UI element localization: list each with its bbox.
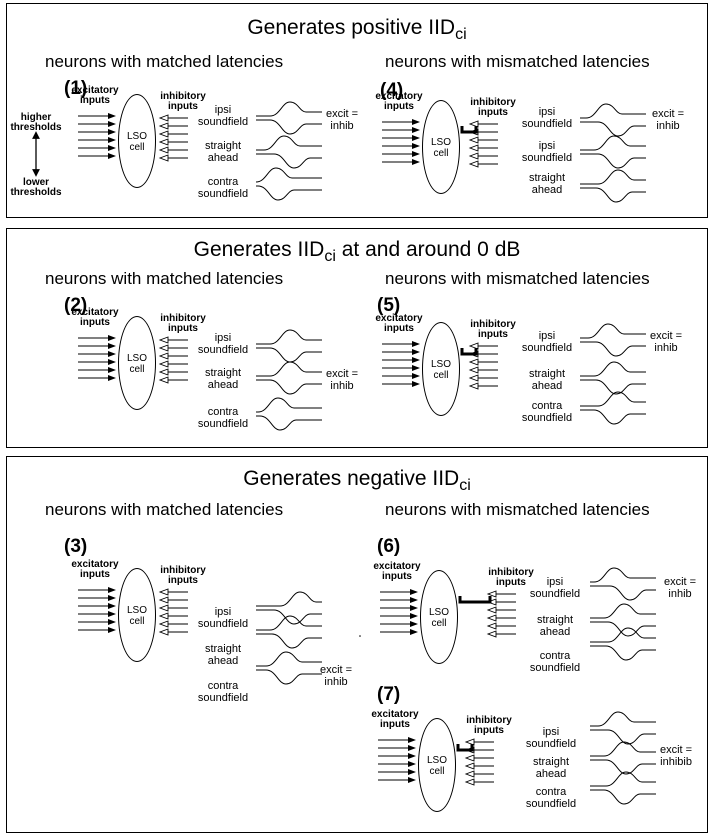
excit-equals-inhib-label: excit = inhib <box>650 330 683 354</box>
higher-thresholds-label: higher thresholds <box>10 112 62 133</box>
panel-title-subscript: ci <box>459 477 471 494</box>
panel-title-main: Generates negative IID <box>243 467 460 490</box>
excit-equals-inhib-label: excit = inhib <box>320 664 353 688</box>
excitatory-inputs-label: excitatory inputs <box>71 85 119 106</box>
lower-thresholds-label: lower thresholds <box>10 177 62 198</box>
ipsi-soundfield-label: ipsi soundfield <box>521 330 573 354</box>
contra-soundfield-label: contra soundfield <box>197 176 249 200</box>
lso-cell: LSO cell <box>420 570 458 664</box>
panel-title: Generates negative IIDci <box>7 467 707 495</box>
excitatory-inputs-label: excitatory inputs <box>373 561 421 582</box>
lso-cell-label: LSO cell <box>430 359 451 381</box>
lso-cell-label: LSO cell <box>430 137 451 159</box>
lso-cell: LSO cell <box>118 568 156 662</box>
contra-soundfield-label: contra soundfield <box>525 786 577 810</box>
lso-cell: LSO cell <box>422 100 460 194</box>
inhibitory-inputs-label: inhibitory inputs <box>470 97 516 118</box>
lso-cell: LSO cell <box>118 316 156 410</box>
ipsi-soundfield-label: ipsi soundfield <box>521 140 573 164</box>
mismatched-latencies-heading: neurons with mismatched latencies <box>385 269 650 288</box>
mismatched-latencies-heading: neurons with mismatched latencies <box>385 500 650 519</box>
lso-cell: LSO cell <box>422 322 460 416</box>
case-number: (7) <box>377 684 401 705</box>
matched-latencies-heading: neurons with matched latencies <box>45 500 284 519</box>
excitatory-inputs-label: excitatory inputs <box>71 559 119 580</box>
excitatory-inputs-label: excitatory inputs <box>375 313 423 334</box>
case-number: (2) <box>64 295 88 316</box>
excit-equals-inhib-label: excit = inhib <box>326 108 359 132</box>
mismatched-latencies-heading: neurons with mismatched latencies <box>385 52 650 71</box>
inhibitory-inputs-label: inhibitory inputs <box>160 91 206 112</box>
ipsi-soundfield-label: ipsi soundfield <box>197 104 249 128</box>
excitatory-inputs-label: excitatory inputs <box>375 91 423 112</box>
case-number: (5) <box>377 295 401 316</box>
inhibitory-inputs-label: inhibitory inputs <box>160 313 206 334</box>
panel-zero-iid: Generates IIDci at and around 0 dB neuro… <box>6 228 708 448</box>
inhibitory-inputs-label: inhibitory inputs <box>160 565 206 586</box>
inhibitory-inputs-label: inhibitory inputs <box>488 567 534 588</box>
excit-equals-inhib-label: excit = inhib <box>326 368 359 392</box>
panel-title: Generates positive IIDci <box>7 16 707 44</box>
contra-soundfield-label: contra soundfield <box>521 400 573 424</box>
inhibitory-inputs-label: inhibitory inputs <box>466 715 512 736</box>
ipsi-soundfield-label: ipsi soundfield <box>529 576 581 600</box>
lso-cell-label: LSO cell <box>426 755 447 777</box>
contra-soundfield-label: contra soundfield <box>197 680 249 704</box>
ipsi-soundfield-label: ipsi soundfield <box>197 332 249 356</box>
excitatory-inputs-label: excitatory inputs <box>71 307 119 328</box>
ipsi-soundfield-label: ipsi soundfield <box>525 726 577 750</box>
straight-ahead-label: straight ahead <box>204 367 242 391</box>
lso-cell-label: LSO cell <box>126 353 147 375</box>
matched-latencies-heading: neurons with matched latencies <box>45 269 284 288</box>
panel-positive-iid: Generates positive IIDci neurons with ma… <box>6 3 708 218</box>
ipsi-soundfield-label: ipsi soundfield <box>521 106 573 130</box>
ipsi-soundfield-label: ipsi soundfield <box>197 606 249 630</box>
panel-title-subscript: ci <box>455 26 467 43</box>
lso-cell: LSO cell <box>418 718 456 812</box>
straight-ahead-label: straight ahead <box>532 756 570 780</box>
straight-ahead-label: straight ahead <box>204 643 242 667</box>
lso-cell-label: LSO cell <box>126 131 147 153</box>
inhibitory-inputs-label: inhibitory inputs <box>470 319 516 340</box>
matched-latencies-heading: neurons with matched latencies <box>45 52 284 71</box>
excit-equals-inhibib-label: excit = inhibib <box>660 744 693 768</box>
panel-title-main: Generates positive IID <box>247 16 456 39</box>
panel-title-main: Generates IID <box>193 238 325 261</box>
straight-ahead-label: straight ahead <box>528 368 566 392</box>
straight-ahead-label: straight ahead <box>528 172 566 196</box>
excit-equals-inhib-label: excit = inhib <box>652 108 685 132</box>
case-number: (1) <box>64 78 88 99</box>
case-number: (6) <box>377 536 401 557</box>
contra-soundfield-label: contra soundfield <box>529 650 581 674</box>
excitatory-inputs-label: excitatory inputs <box>371 709 419 730</box>
lso-cell-label: LSO cell <box>126 605 147 627</box>
lso-cell-label: LSO cell <box>428 607 449 629</box>
case-number: (4) <box>380 80 404 101</box>
panel-title: Generates IIDci at and around 0 dB <box>7 238 707 266</box>
panel-negative-iid: Generates negative IIDci neurons with ma… <box>6 456 708 833</box>
lso-cell: LSO cell <box>118 94 156 188</box>
panel-title-subscript: ci <box>324 248 336 265</box>
panel-title-suffix: at and around 0 dB <box>335 238 521 261</box>
contra-soundfield-label: contra soundfield <box>197 406 249 430</box>
excit-equals-inhib-label: excit = inhib <box>664 576 697 600</box>
case-number: (3) <box>64 536 88 557</box>
straight-ahead-label: straight ahead <box>204 140 242 164</box>
straight-ahead-label: straight ahead <box>536 614 574 638</box>
